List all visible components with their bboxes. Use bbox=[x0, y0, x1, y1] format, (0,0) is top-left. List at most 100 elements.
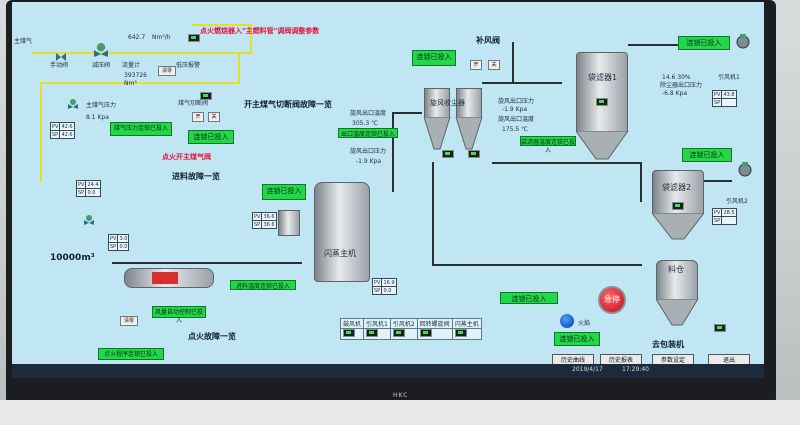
bag-filter-2-label: 袋滤器2 bbox=[662, 183, 692, 192]
bag-filter-1-vessel bbox=[576, 52, 628, 132]
pid4-sp-value[interactable]: 36.6 bbox=[261, 220, 277, 229]
pid3-sp-value[interactable]: 0.0 bbox=[117, 242, 130, 251]
pid2-sp-value[interactable]: 0.0 bbox=[85, 188, 101, 197]
interlock-button-2[interactable]: 连锁已投入 bbox=[412, 50, 456, 66]
cyclone-vessel-1 bbox=[424, 88, 450, 118]
gas-pipe bbox=[40, 82, 42, 182]
filter-temp-interlock-button[interactable]: 袋滤器温度连锁已投入 bbox=[520, 136, 576, 154]
pid2-pv-value: 24.4 bbox=[85, 180, 101, 189]
fan-2-motor-icon[interactable] bbox=[736, 162, 754, 178]
pid1-sp-value[interactable]: 42.6 bbox=[59, 130, 75, 139]
air-control-button[interactable]: 风量自动控制已投入 bbox=[152, 306, 206, 324]
outlet-temp-interlock-button[interactable]: 出口温度连锁已投入 bbox=[338, 128, 398, 138]
flow-total-unit: Nm³ bbox=[124, 80, 137, 87]
process-pipe bbox=[482, 82, 562, 84]
pid2-sp-label: SP bbox=[75, 188, 87, 197]
fan-1-label: 引风机1 bbox=[718, 74, 740, 81]
monitor-brand-logo: HKC bbox=[393, 392, 409, 399]
fan1-pv-label: PV bbox=[711, 90, 723, 99]
pid3-pv-label: PV bbox=[107, 234, 119, 243]
gas-pipe bbox=[192, 24, 252, 26]
reset-button-2[interactable]: 清零 bbox=[120, 316, 138, 326]
pid1-pv-value: 42.6 bbox=[59, 122, 75, 131]
interlock-button-5[interactable]: 连锁已投入 bbox=[262, 184, 306, 200]
equipment-status-table: 鼓风机 引风机1 引风机2 回转螺旋阀 闪蒸主机 bbox=[339, 318, 482, 340]
fan-2-label: 引风机2 bbox=[726, 198, 748, 205]
reset-button[interactable]: 清零 bbox=[158, 66, 176, 76]
process-pipe bbox=[392, 112, 394, 192]
reducing-valve-icon[interactable] bbox=[94, 42, 108, 57]
feed-temp-interlock-button[interactable]: 进料温度连锁已投入 bbox=[230, 280, 296, 290]
status-cell[interactable] bbox=[363, 328, 391, 340]
feed-fault-title: 进料故障一览 bbox=[172, 172, 220, 181]
fan-1-freq: 14.6 30% bbox=[662, 74, 691, 81]
time-display: 17:29:40 bbox=[622, 366, 649, 373]
pid2-pv-label: PV bbox=[75, 180, 87, 189]
process-pipe bbox=[112, 262, 302, 264]
emergency-stop-button[interactable]: 急停 bbox=[598, 286, 626, 314]
pid3-sp-label: SP bbox=[107, 242, 119, 251]
gas-pipe bbox=[40, 82, 240, 84]
page-title: 点火燃烧器入"主燃料管"调阀调整参数 bbox=[200, 27, 320, 35]
status-cell[interactable] bbox=[339, 328, 365, 340]
process-pipe bbox=[392, 112, 422, 114]
ignite-main-label: 点火开主煤气阀 bbox=[162, 153, 211, 161]
date-display: 2019/4/17 bbox=[572, 366, 603, 373]
status-header: 闪蒸主机 bbox=[451, 318, 482, 329]
status-indicator bbox=[366, 329, 379, 337]
status-cell[interactable] bbox=[389, 328, 418, 340]
big-volume-value: 10000m³ bbox=[50, 254, 95, 263]
pid3-pv-value: 3.0 bbox=[117, 234, 130, 243]
packing-label: 去包装机 bbox=[652, 340, 684, 349]
feeder-vessel bbox=[278, 210, 300, 236]
cyclone-valve-indicator bbox=[468, 150, 480, 158]
main-gas-valve-icon[interactable] bbox=[68, 94, 78, 109]
gas-alarm-label: 低压报警 bbox=[176, 62, 201, 69]
cyclone-out-temp-label: 旋风出口温度 bbox=[498, 116, 535, 123]
history-curve-button[interactable]: 历史曲线 bbox=[552, 354, 594, 364]
status-cell[interactable] bbox=[416, 328, 453, 340]
ignite-program-button[interactable]: 点火程序连锁已投入 bbox=[98, 348, 164, 360]
fan-1-motor-icon[interactable] bbox=[734, 34, 752, 50]
silo-label: 料仓 bbox=[668, 265, 684, 274]
packing-indicator bbox=[714, 324, 726, 332]
fan1-sp-label: SP bbox=[711, 98, 723, 107]
interlock-button-6[interactable]: 连锁已投入 bbox=[500, 292, 558, 304]
process-pipe bbox=[432, 264, 642, 266]
air-valve-icon[interactable] bbox=[84, 210, 94, 225]
gas-fault-title: 开主煤气切断阀故障一览 bbox=[244, 100, 332, 109]
pid1-pv-label: PV bbox=[49, 122, 61, 131]
cyclone-valve-indicator bbox=[442, 150, 454, 158]
pid5-sp-value[interactable]: 0.0 bbox=[381, 286, 397, 295]
cut-valve-close-button[interactable]: 关 bbox=[208, 112, 220, 122]
pid4-sp-label: SP bbox=[251, 220, 263, 229]
interlock-button-1[interactable]: 连锁已投入 bbox=[188, 130, 234, 144]
make-up-open-button[interactable]: 开 bbox=[470, 60, 482, 70]
flow-meter-label: 流量计 bbox=[122, 62, 141, 69]
main-pressure-label: 主煤气压力 bbox=[86, 102, 117, 109]
interlock-button-7[interactable]: 连锁已投入 bbox=[554, 332, 600, 346]
param-settings-button[interactable]: 参数设定 bbox=[652, 354, 694, 364]
cut-valve-open-button[interactable]: 开 bbox=[192, 112, 204, 122]
fan1-sp-value[interactable] bbox=[721, 98, 737, 107]
flow-total-value: 393726 bbox=[124, 72, 147, 79]
interlock-button-3[interactable]: 连锁已投入 bbox=[678, 36, 730, 50]
hand-valve-icon[interactable] bbox=[56, 47, 66, 61]
fan2-pv-label: PV bbox=[711, 208, 723, 217]
cyclone-cones bbox=[424, 117, 483, 150]
bag-filter-1-label: 袋滤器1 bbox=[588, 73, 618, 82]
gas-pressure-interlock-button[interactable]: 煤气压力连锁已投入 bbox=[110, 122, 172, 136]
inlet-press-label: 旋风出口压力 bbox=[350, 148, 387, 155]
exit-button[interactable]: 退出 bbox=[708, 354, 750, 364]
make-up-close-button[interactable]: 关 bbox=[488, 60, 500, 70]
interlock-button-4[interactable]: 连锁已投入 bbox=[682, 148, 732, 162]
status-cell[interactable] bbox=[451, 328, 482, 340]
fan2-sp-value[interactable] bbox=[721, 216, 737, 225]
flow-rate-value: 642.7 bbox=[128, 34, 146, 41]
flame-indicator-icon bbox=[560, 314, 574, 328]
main-pressure-value: 8.1 Kpa bbox=[86, 114, 109, 121]
history-report-button[interactable]: 历史报表 bbox=[600, 354, 642, 364]
